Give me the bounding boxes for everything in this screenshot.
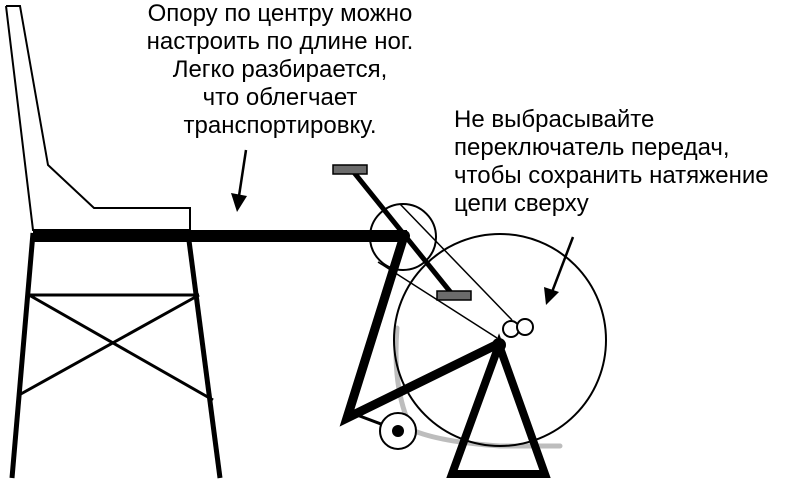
- arrow-beam-head: [231, 193, 247, 212]
- chain-lower: [393, 325, 563, 449]
- center-support-note-line-1: Опору по центру можно: [147, 0, 413, 27]
- chain-upper-1: [399, 203, 513, 321]
- center-support-note-line-5: транспортировку.: [183, 112, 377, 139]
- rear-hub: [492, 338, 506, 352]
- derailleur-note-line-1: Не выбрасывайте: [454, 106, 655, 133]
- derailleur-note-line-3: чтобы сохранить натяжение: [454, 162, 769, 189]
- chair-brace-diagonal-1: [28, 293, 214, 402]
- arrow-derailleur-shaft: [550, 236, 575, 293]
- arrow-beam-shaft: [237, 149, 248, 197]
- pedal-top: [332, 164, 368, 175]
- rear-stand: [446, 333, 551, 478]
- derailleur-note-line-2: переключатель передач,: [454, 134, 730, 161]
- center-support-note: Опору по центру можно настроить по длине…: [120, 0, 440, 140]
- front-frame: [339, 234, 502, 427]
- derailleur-roller-2: [516, 318, 534, 336]
- center-support-note-line-2: настроить по длине ног.: [146, 28, 414, 55]
- chair-leg-front: [9, 232, 36, 479]
- pedal-bottom: [436, 290, 472, 301]
- center-support-note-line-4: что облегчает: [202, 84, 358, 111]
- derailleur-note-line-4: цепи сверху: [454, 190, 589, 217]
- center-support-note-line-3: Легко разбирается,: [172, 56, 388, 83]
- chair-leg-back: [185, 232, 223, 479]
- derailleur-note: Не выбрасывайте переключатель передач, ч…: [454, 106, 769, 218]
- chair-brace-diagonal-2: [18, 293, 200, 397]
- arrow-derailleur-head: [544, 287, 559, 305]
- crank-hub: [398, 230, 410, 242]
- tensioner-hub: [392, 425, 404, 437]
- flywheel: [393, 233, 607, 447]
